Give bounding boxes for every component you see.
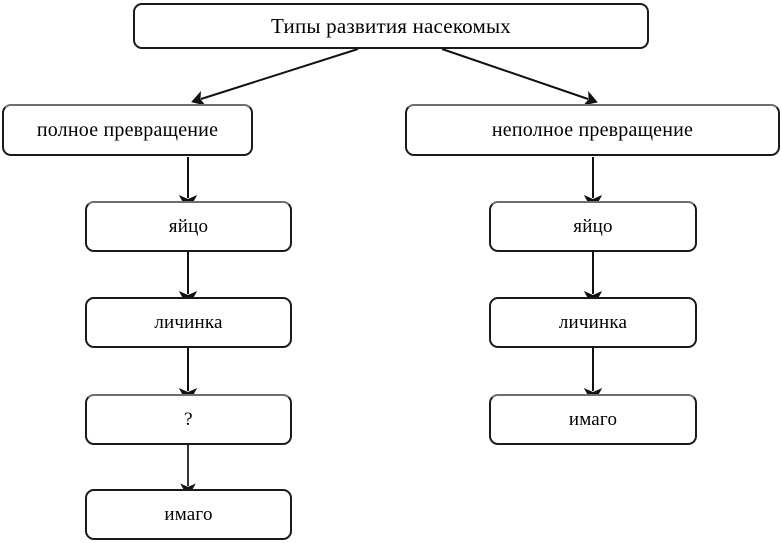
node-incomplete-metamorphosis: неполное превращение: [405, 104, 780, 156]
node-right-larva: личинка: [489, 297, 697, 348]
node-left-imago-label: имаго: [164, 504, 213, 525]
node-left-egg-label: яйцо: [168, 216, 209, 237]
node-right-larva-label: личинка: [558, 312, 628, 333]
node-right-imago: имаго: [489, 394, 697, 445]
arrow-title-to-complete: [191, 48, 359, 106]
node-right-egg-label: яйцо: [573, 216, 613, 237]
node-left-unknown-stage: ?: [85, 394, 292, 445]
node-left-larva-label: личинка: [154, 312, 223, 333]
node-title-label: Типы развития насекомых: [271, 13, 511, 38]
node-complete-metamorphosis: полное превращение: [2, 104, 253, 156]
node-left-egg: яйцо: [85, 201, 292, 252]
node-right-imago-label: имаго: [568, 409, 618, 430]
node-left-unknown-stage-label: ?: [184, 409, 193, 430]
arrow-title-to-incomplete: [441, 48, 598, 106]
node-left-larva: личинка: [85, 297, 292, 348]
node-right-egg: яйцо: [489, 201, 697, 252]
node-left-imago: имаго: [85, 489, 292, 540]
node-complete-metamorphosis-label: полное превращение: [36, 119, 219, 141]
node-title: Типы развития насекомых: [133, 3, 649, 49]
node-incomplete-metamorphosis-label: неполное превращение: [491, 119, 694, 141]
